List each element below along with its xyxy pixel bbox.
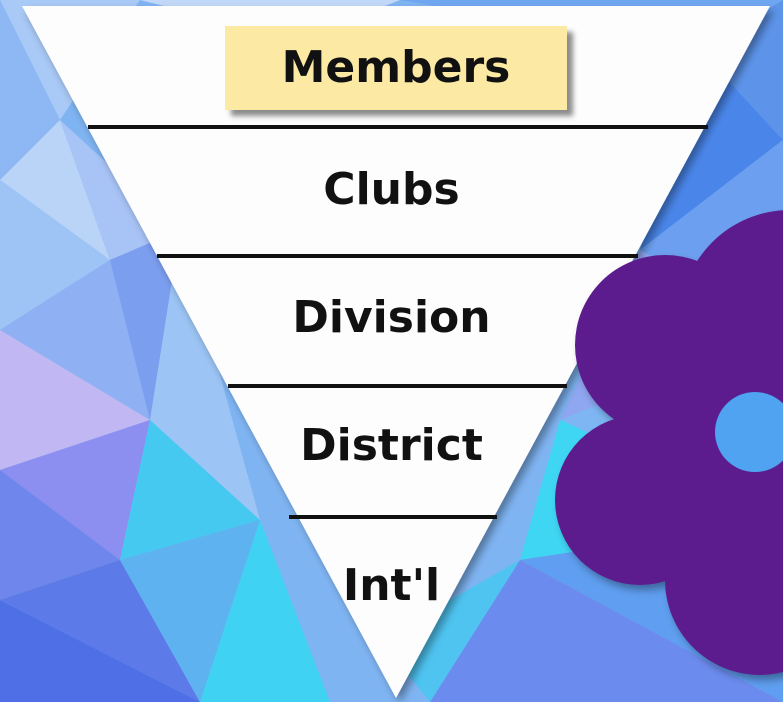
tier-label-intl: Int'l [342,560,441,611]
tier-label-clubs: Clubs [323,164,460,215]
tier-dividers [88,125,708,519]
tier-label-division: Division [292,292,491,343]
purple-flower-icon [555,210,783,675]
members-highlight-box: Members [225,26,567,110]
tier-label-members: Members [281,42,511,93]
inverted-pyramid [22,6,770,698]
tier-label-district: District [300,420,483,471]
